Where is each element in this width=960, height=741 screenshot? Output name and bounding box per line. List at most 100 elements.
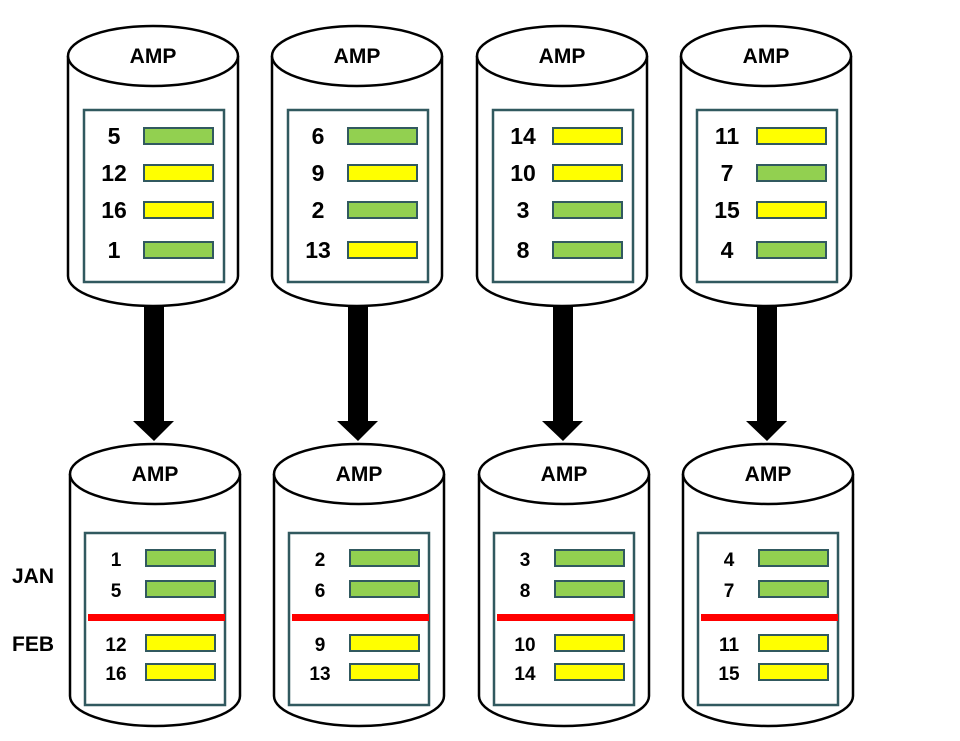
bottom-amp-4-cylinder: AMP 4 7 11 15 bbox=[681, 442, 855, 728]
bottom-amp-4-jan-row-bar bbox=[758, 549, 829, 567]
arrow-1-head bbox=[133, 421, 174, 441]
bottom-amp-4-feb-row-bar bbox=[758, 663, 829, 681]
top-amp-1-amp-label: AMP bbox=[130, 45, 177, 68]
bottom-amp-4-feb-row-bar bbox=[758, 634, 829, 652]
bottom-amp-1-jan-row-number: 5 bbox=[111, 581, 122, 602]
top-amp-4-cylinder-top bbox=[679, 24, 853, 88]
top-amp-1-row-bar bbox=[143, 241, 214, 259]
arrow-3-head bbox=[542, 421, 583, 441]
top-amp-3-row-number: 14 bbox=[510, 123, 536, 149]
bottom-amp-3-cylinder-top bbox=[477, 442, 651, 506]
bottom-amp-1-jan-row-bar bbox=[145, 580, 216, 598]
top-amp-2-cylinder-top bbox=[270, 24, 444, 88]
bottom-amp-4-jan-row-bar bbox=[758, 580, 829, 598]
top-amp-2-cylinder: AMP 6 9 2 13 bbox=[270, 24, 444, 308]
bottom-amp-2-jan-row-bar bbox=[349, 580, 420, 598]
bottom-amp-3-jan-row-number: 8 bbox=[520, 581, 531, 602]
bottom-amp-4-jan-row-number: 7 bbox=[724, 581, 735, 602]
bottom-amp-1-feb-row-number: 12 bbox=[105, 635, 126, 656]
arrow-2-shaft bbox=[348, 306, 368, 421]
top-amp-4-row-number: 11 bbox=[715, 123, 740, 149]
bottom-amp-2-partition-divider bbox=[292, 614, 429, 621]
bottom-amp-1-amp-label: AMP bbox=[132, 463, 179, 486]
top-amp-1-row-number: 1 bbox=[108, 237, 121, 263]
bottom-amp-2-feb-row-bar bbox=[349, 663, 420, 681]
bottom-amp-3-feb-row-number: 10 bbox=[514, 635, 535, 656]
top-amp-3-row-bar bbox=[552, 127, 623, 145]
top-amp-4-row-bar bbox=[756, 127, 827, 145]
top-amp-1-cylinder: AMP 5 12 16 1 bbox=[66, 24, 240, 308]
bottom-amp-1-jan-row-number: 1 bbox=[111, 550, 122, 571]
bottom-amp-1-feb-row-number: 16 bbox=[105, 664, 126, 685]
top-amp-4-row-number: 4 bbox=[721, 237, 734, 263]
top-amp-1-row-bar bbox=[143, 164, 214, 182]
bottom-amp-3-cylinder: AMP 3 8 10 14 bbox=[477, 442, 651, 728]
top-amp-2-row-bar bbox=[347, 164, 418, 182]
bottom-amp-3-amp-label: AMP bbox=[541, 463, 588, 486]
top-amp-4-row-bar bbox=[756, 241, 827, 259]
top-amp-2-amp-label: AMP bbox=[334, 45, 381, 68]
top-amp-1-cylinder-top bbox=[66, 24, 240, 88]
top-amp-4-amp-label: AMP bbox=[743, 45, 790, 68]
top-amp-3-row-bar bbox=[552, 164, 623, 182]
bottom-amp-4-partition-divider bbox=[701, 614, 838, 621]
bottom-amp-4-feb-row-number: 11 bbox=[719, 635, 740, 656]
bottom-amp-1-feb-row-bar bbox=[145, 634, 216, 652]
top-amp-3-cylinder-top bbox=[475, 24, 649, 88]
top-amp-1-row-number: 5 bbox=[108, 123, 121, 149]
top-amp-4-row-number: 7 bbox=[721, 160, 734, 186]
bottom-amp-3-partition-divider bbox=[497, 614, 634, 621]
bottom-amp-3-jan-row-bar bbox=[554, 549, 625, 567]
bottom-amp-1-jan-row-bar bbox=[145, 549, 216, 567]
bottom-amp-2-jan-row-number: 6 bbox=[315, 581, 326, 602]
arrow-4-shaft bbox=[757, 306, 777, 421]
bottom-amp-2-jan-row-number: 2 bbox=[315, 550, 326, 571]
arrow-4-head bbox=[746, 421, 787, 441]
bottom-amp-4-jan-row-number: 4 bbox=[724, 550, 735, 571]
top-amp-2-row-bar bbox=[347, 241, 418, 259]
bottom-amp-2-feb-row-bar bbox=[349, 634, 420, 652]
top-amp-2-row-number: 9 bbox=[312, 160, 325, 186]
arrow-3-shaft bbox=[553, 306, 573, 421]
bottom-amp-2-cylinder-top bbox=[272, 442, 446, 506]
bottom-amp-4-amp-label: AMP bbox=[745, 463, 792, 486]
top-amp-2-row-bar bbox=[347, 127, 418, 145]
bottom-amp-2-amp-label: AMP bbox=[336, 463, 383, 486]
top-amp-3-row-number: 8 bbox=[517, 237, 530, 263]
top-amp-1-row-bar bbox=[143, 201, 214, 219]
bottom-amp-3-feb-row-number: 14 bbox=[514, 664, 536, 685]
top-amp-4-row-bar bbox=[756, 201, 827, 219]
top-amp-1-row-number: 12 bbox=[101, 160, 127, 186]
top-amp-3-row-bar bbox=[552, 201, 623, 219]
arrow-2-head bbox=[337, 421, 378, 441]
bottom-amp-2-feb-row-number: 13 bbox=[309, 664, 330, 685]
bottom-amp-1-cylinder-top bbox=[68, 442, 242, 506]
bottom-amp-4-cylinder-top bbox=[681, 442, 855, 506]
bottom-amp-2-feb-row-number: 9 bbox=[315, 635, 326, 656]
bottom-amp-2-cylinder: AMP 2 6 9 13 bbox=[272, 442, 446, 728]
top-amp-3-row-bar bbox=[552, 241, 623, 259]
top-amp-4-cylinder: AMP 11 7 15 4 bbox=[679, 24, 853, 308]
top-amp-3-row-number: 10 bbox=[510, 160, 536, 186]
bottom-amp-2-jan-row-bar bbox=[349, 549, 420, 567]
top-amp-4-row-bar bbox=[756, 164, 827, 182]
top-amp-2-row-bar bbox=[347, 201, 418, 219]
top-amp-3-cylinder: AMP 14 10 3 8 bbox=[475, 24, 649, 308]
top-amp-2-row-number: 2 bbox=[312, 197, 325, 223]
bottom-amp-3-jan-row-number: 3 bbox=[520, 550, 531, 571]
bottom-amp-1-partition-divider bbox=[88, 614, 225, 621]
top-amp-1-row-bar bbox=[143, 127, 214, 145]
partition-label-jan: JAN bbox=[12, 565, 55, 588]
bottom-amp-4-feb-row-number: 15 bbox=[718, 664, 740, 685]
top-amp-2-row-number: 6 bbox=[312, 123, 325, 149]
top-amp-1-row-number: 16 bbox=[101, 197, 127, 223]
bottom-amp-1-cylinder: AMP 1 5 12 16 bbox=[68, 442, 242, 728]
top-amp-2-row-number: 13 bbox=[305, 237, 331, 263]
top-amp-3-row-number: 3 bbox=[517, 197, 530, 223]
top-amp-4-row-number: 15 bbox=[714, 197, 740, 223]
bottom-amp-3-feb-row-bar bbox=[554, 663, 625, 681]
bottom-amp-3-jan-row-bar bbox=[554, 580, 625, 598]
bottom-amp-1-feb-row-bar bbox=[145, 663, 216, 681]
top-amp-3-amp-label: AMP bbox=[539, 45, 586, 68]
partition-label-feb: FEB bbox=[12, 633, 54, 656]
